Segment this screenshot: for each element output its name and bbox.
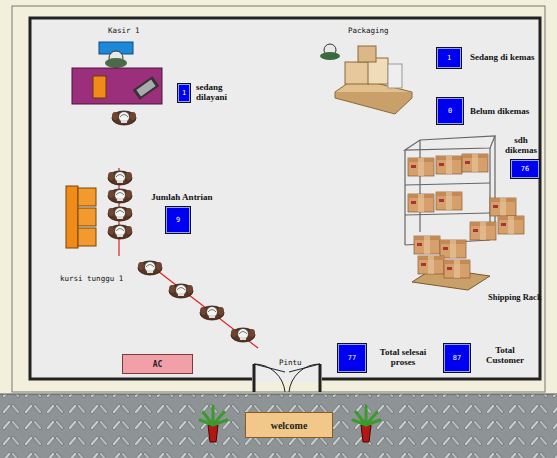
welcome-sign: welcome: [245, 412, 333, 438]
area-label: Packaging: [348, 26, 389, 35]
area-label: Shipping Rack: [488, 292, 542, 302]
counter-label: sedang dilayani: [196, 82, 246, 102]
counter-packing: 1 Sedang di kemas: [436, 44, 546, 72]
area-label: Kasir 1: [108, 26, 140, 35]
counter-label: sdh dikemas: [498, 135, 544, 155]
counter-value: 77: [337, 343, 367, 373]
area-label: kursi tunggu 1: [60, 274, 123, 283]
counter-value: 1: [436, 47, 462, 69]
counter-value: 1: [177, 83, 191, 103]
counter-waiting-pack: 0 Belum dikemas: [436, 96, 546, 128]
counter-value: 87: [443, 343, 471, 373]
counter-value: 0: [436, 97, 464, 125]
counter-queue: Jumlah Antrian 9: [146, 192, 218, 238]
counter-packed: sdh dikemas 76: [498, 135, 544, 183]
counter-label: Sedang di kemas: [470, 52, 546, 62]
counter-label: Total Customer: [476, 345, 534, 365]
area-label: Pintu: [278, 358, 303, 367]
node-text: AC: [123, 355, 192, 373]
counter-label: Total selesai proses: [372, 347, 434, 367]
ac-unit: AC: [122, 354, 193, 374]
counter-label: Jumlah Antrian: [146, 192, 218, 202]
node-text: welcome: [246, 413, 332, 437]
counter-served: 1sedang dilayani: [176, 80, 246, 106]
counter-value: 76: [510, 159, 540, 179]
counter-total: 87Total Customer: [442, 342, 538, 374]
counter-value: 9: [165, 206, 191, 234]
counter-finished: 77Total selesai proses: [336, 342, 438, 374]
counter-label: Belum dikemas: [470, 106, 546, 116]
